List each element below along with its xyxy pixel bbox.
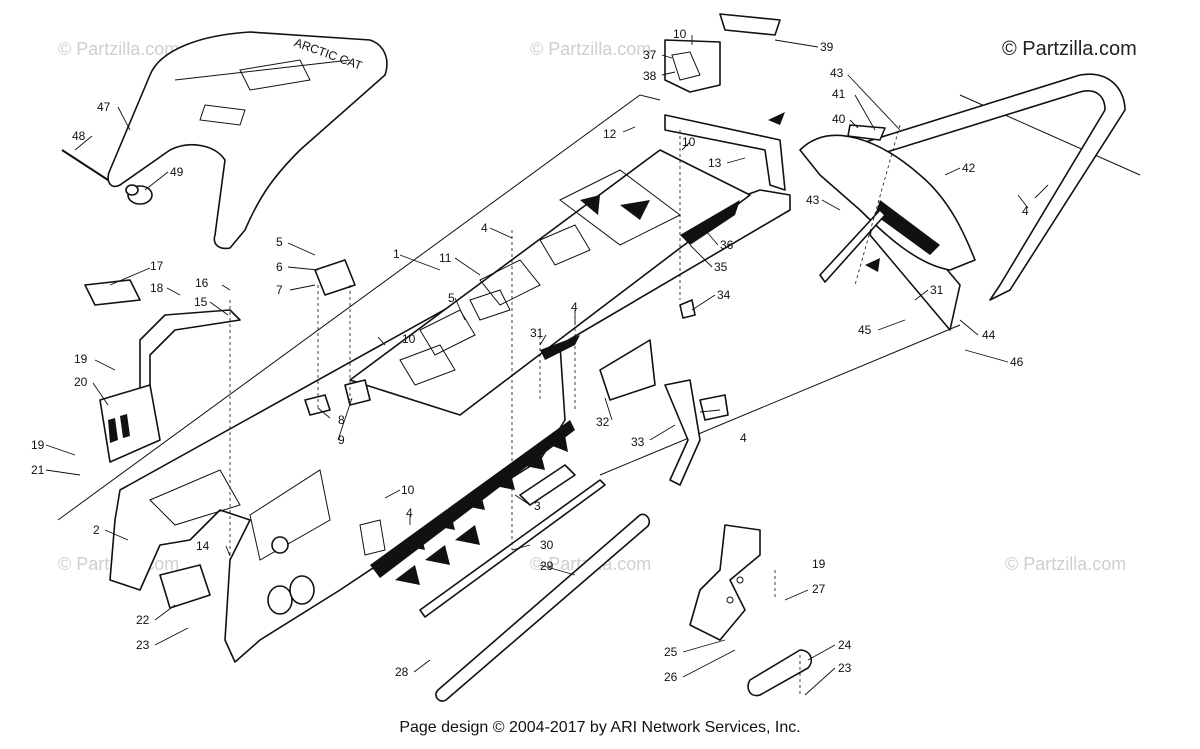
callout-10b: 10 — [673, 27, 687, 41]
callout-39: 39 — [820, 40, 834, 54]
callout-43b: 43 — [806, 193, 820, 207]
callout-11: 11 — [439, 251, 452, 265]
callout-12: 12 — [603, 127, 617, 141]
callout-29: 29 — [540, 559, 554, 573]
lower-bracket-left — [304, 394, 331, 416]
tail-light — [664, 13, 781, 93]
heat-shield — [99, 384, 161, 463]
strap-cover — [84, 279, 141, 306]
flap-support-strip — [819, 209, 886, 283]
callout-25: 25 — [664, 645, 678, 659]
grab-strap — [139, 309, 241, 396]
assembly-outline-line — [57, 94, 661, 521]
tunnel-assembly — [109, 149, 791, 663]
callout-1: 1 — [393, 247, 400, 261]
assembly-line — [854, 124, 901, 286]
seat-grommet — [125, 184, 153, 205]
chain-rod — [664, 379, 701, 486]
callout-45: 45 — [858, 323, 872, 337]
callout-18: 18 — [150, 281, 164, 295]
callout-23: 23 — [136, 638, 150, 652]
hinge-plate — [699, 394, 729, 421]
clip — [679, 299, 696, 319]
footrest-plate — [689, 524, 761, 641]
watermark-top-center: © Partzilla.com — [530, 39, 651, 59]
watermark-main: © Partzilla.com — [1002, 38, 1137, 60]
callout-10d: 10 — [401, 483, 415, 497]
support-bracket — [599, 339, 656, 401]
front-skid-plate — [159, 564, 211, 609]
callout-5: 5 — [276, 235, 283, 249]
running-board-traction — [395, 435, 568, 585]
mount-bracket — [314, 259, 356, 296]
seat: ARCTIC CAT — [107, 31, 388, 250]
callout-21: 21 — [31, 463, 45, 477]
callout-10c: 10 — [682, 135, 696, 149]
callout-5b: 5 — [448, 291, 455, 305]
callout-46: 46 — [1010, 355, 1024, 369]
direction-arrow — [768, 112, 785, 125]
callout-10: 10 — [402, 332, 416, 346]
callout-8: 8 — [338, 413, 345, 427]
callout-43: 43 — [830, 66, 844, 80]
footer-copyright: Page design © 2004-2017 by ARI Network S… — [399, 719, 801, 736]
callout-19: 19 — [74, 352, 88, 366]
watermark-bottom-right: © Partzilla.com — [1005, 554, 1126, 574]
callout-36: 36 — [720, 238, 734, 252]
callout-49: 49 — [170, 165, 184, 179]
running-board-rail — [419, 479, 606, 618]
callout-15: 15 — [194, 295, 208, 309]
callout-9: 9 — [338, 433, 345, 447]
lower-bracket-right — [344, 379, 371, 406]
callout-22: 22 — [136, 613, 150, 627]
rear-flap — [799, 134, 976, 271]
callout-20: 20 — [74, 375, 88, 389]
callout-23b: 23 — [838, 661, 852, 675]
callout-31b: 31 — [930, 283, 944, 297]
callout-48: 48 — [72, 129, 86, 143]
assembly-outline-line-lower — [599, 324, 961, 476]
callout-19b: 19 — [31, 438, 45, 452]
callout-34: 34 — [717, 288, 731, 302]
callout-32: 32 — [596, 415, 610, 429]
leader-lines — [45, 35, 1049, 696]
callout-16: 16 — [195, 276, 209, 290]
callout-4: 4 — [481, 221, 488, 235]
watermark-top-left: © Partzilla.com — [58, 39, 179, 59]
callout-7: 7 — [276, 283, 283, 297]
callout-3: 3 — [534, 499, 541, 513]
callout-47: 47 — [97, 100, 111, 114]
callout-2: 2 — [93, 523, 100, 537]
callout-33: 33 — [631, 435, 645, 449]
callout-42: 42 — [962, 161, 976, 175]
rear-cross-bracket — [664, 114, 786, 191]
callout-4e: 4 — [406, 506, 413, 520]
callout-4c: 4 — [740, 431, 747, 445]
direction-arrow — [865, 258, 880, 272]
callout-13: 13 — [708, 156, 722, 170]
front-plate — [519, 464, 576, 506]
callout-4b: 4 — [571, 300, 578, 314]
callout-6: 6 — [276, 260, 283, 274]
callout-24: 24 — [838, 638, 852, 652]
callout-14: 14 — [196, 539, 210, 553]
toe-hold — [747, 649, 812, 697]
callout-19c: 19 — [812, 557, 826, 571]
callout-30: 30 — [540, 538, 554, 552]
seat-screw — [61, 149, 109, 181]
callout-41: 41 — [832, 87, 846, 101]
callout-40: 40 — [832, 112, 846, 126]
callout-35: 35 — [714, 260, 728, 274]
callout-44: 44 — [982, 328, 996, 342]
callout-28: 28 — [395, 665, 409, 679]
callout-37: 37 — [643, 48, 657, 62]
running-board-tube — [435, 513, 651, 702]
callout-26: 26 — [664, 670, 678, 684]
callout-17: 17 — [150, 259, 164, 273]
callout-27: 27 — [812, 582, 826, 596]
callout-31: 31 — [530, 326, 544, 340]
callout-38: 38 — [643, 69, 657, 83]
callout-4d: 4 — [1022, 204, 1029, 218]
